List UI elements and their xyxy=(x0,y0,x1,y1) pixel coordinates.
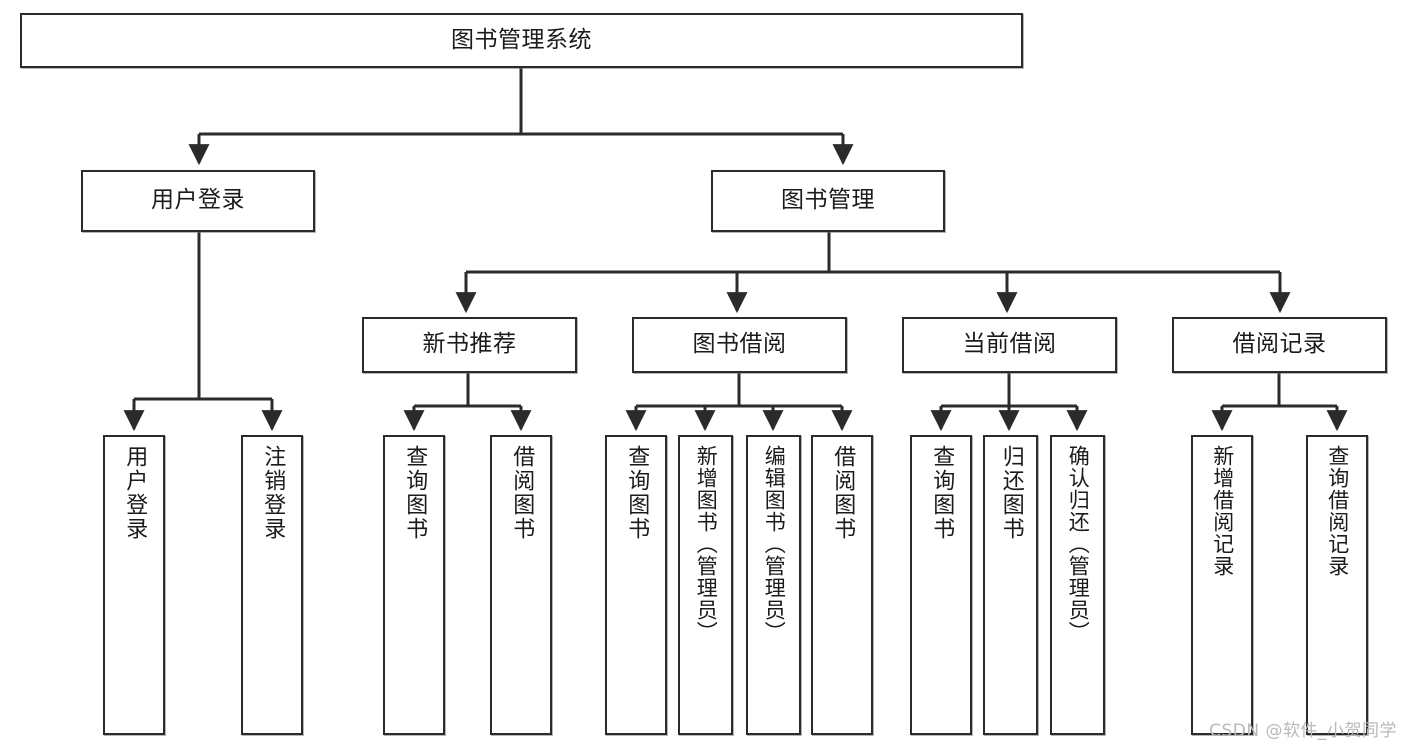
leaf-query-book-borrow[interactable]: 查询图书 xyxy=(605,435,667,735)
leaf-user-login[interactable]: 用户登录 xyxy=(103,435,165,735)
node-label: 查询图书 xyxy=(624,445,650,541)
node-label: 借阅图书 xyxy=(830,445,856,541)
leaf-return-book[interactable]: 归还图书 xyxy=(983,435,1038,735)
leaf-query-book-recommend[interactable]: 查询图书 xyxy=(383,435,445,735)
node-label: 用户登录 xyxy=(151,187,245,214)
node-label: 确认归还（管理员） xyxy=(1066,445,1091,643)
node-label: 用户登录 xyxy=(122,445,148,541)
node-label: 查询图书 xyxy=(402,445,428,541)
node-label: 新增图书（管理员） xyxy=(694,445,719,643)
node-label: 查询图书 xyxy=(929,445,955,541)
node-label: 当前借阅 xyxy=(962,331,1057,358)
node-label: 归还图书 xyxy=(998,445,1024,541)
node-label: 借阅图书 xyxy=(509,445,535,541)
node-label: 编辑图书（管理员） xyxy=(762,445,787,643)
node-book-management[interactable]: 图书管理 xyxy=(711,170,945,232)
leaf-logout[interactable]: 注销登录 xyxy=(241,435,303,735)
leaf-borrow-book-recommend[interactable]: 借阅图书 xyxy=(490,435,552,735)
node-borrow-record[interactable]: 借阅记录 xyxy=(1172,317,1387,373)
node-label: 查询借阅记录 xyxy=(1325,445,1350,577)
leaf-add-book-admin[interactable]: 新增图书（管理员） xyxy=(678,435,733,735)
node-label: 新书推荐 xyxy=(422,331,517,358)
node-book-borrow[interactable]: 图书借阅 xyxy=(632,317,847,373)
node-label: 图书管理 xyxy=(781,187,875,214)
node-label: 新增借阅记录 xyxy=(1210,445,1235,577)
leaf-add-borrow-record[interactable]: 新增借阅记录 xyxy=(1191,435,1253,735)
node-root-book-management-system[interactable]: 图书管理系统 xyxy=(20,13,1023,68)
node-label: 图书管理系统 xyxy=(451,26,592,53)
node-current-borrow[interactable]: 当前借阅 xyxy=(902,317,1117,373)
node-label: 注销登录 xyxy=(260,445,286,541)
csdn-watermark: CSDN @软件_小贺同学 xyxy=(1209,721,1397,741)
leaf-query-book-current[interactable]: 查询图书 xyxy=(910,435,972,735)
node-new-book-recommend[interactable]: 新书推荐 xyxy=(362,317,577,373)
leaf-edit-book-admin[interactable]: 编辑图书（管理员） xyxy=(746,435,801,735)
node-label: 借阅记录 xyxy=(1232,331,1327,358)
node-label: 图书借阅 xyxy=(692,331,787,358)
node-user-login[interactable]: 用户登录 xyxy=(81,170,315,232)
leaf-query-borrow-record[interactable]: 查询借阅记录 xyxy=(1306,435,1368,735)
leaf-borrow-book[interactable]: 借阅图书 xyxy=(811,435,873,735)
leaf-confirm-return-admin[interactable]: 确认归还（管理员） xyxy=(1050,435,1105,735)
